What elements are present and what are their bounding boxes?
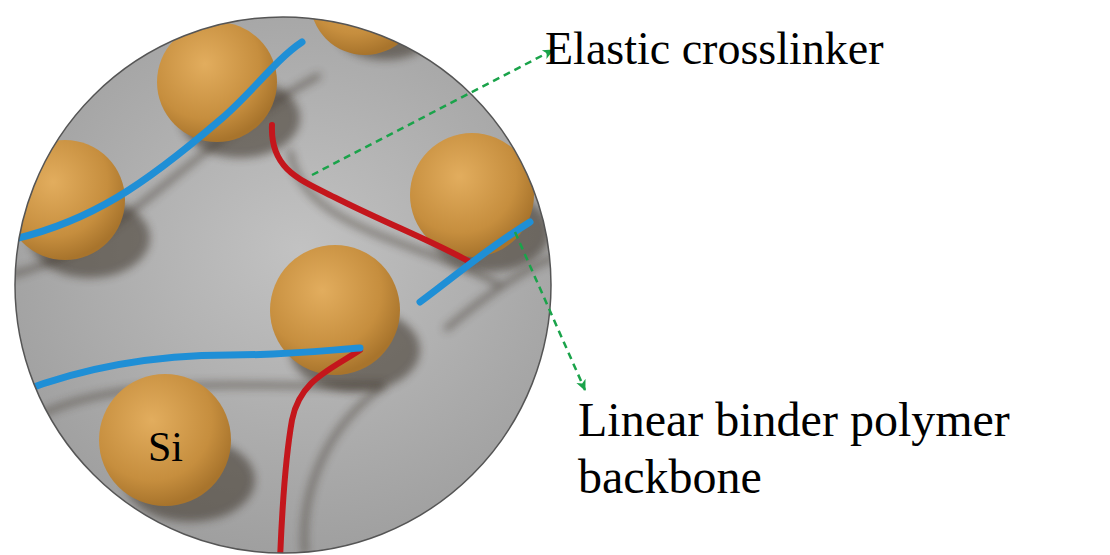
magnified-view (0, 0, 600, 555)
si-particle (5, 0, 534, 506)
leader-line (312, 50, 553, 175)
backbone-line (0, 42, 530, 392)
callout-label: Linear binder polymer backbone (578, 392, 1098, 505)
particle-label: Si (148, 423, 228, 473)
leader-line (515, 232, 585, 390)
view-outline (15, 17, 551, 553)
crosslinker-line (0, 125, 470, 555)
callout-label: Elastic crosslinker (545, 22, 1105, 76)
